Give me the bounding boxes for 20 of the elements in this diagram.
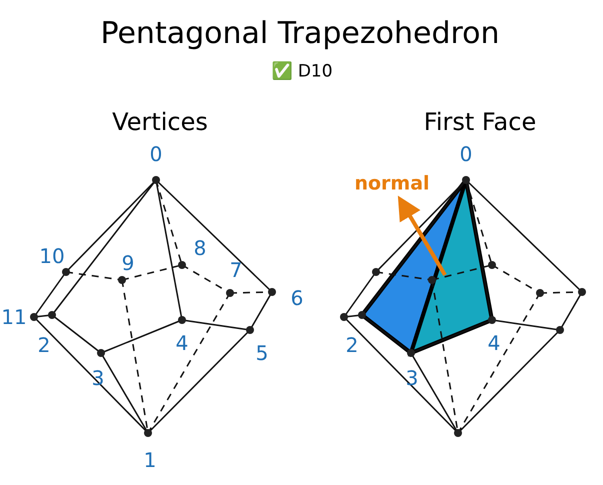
vertex-number: 4: [488, 333, 500, 353]
vertex-number: 4: [176, 333, 188, 353]
title: Pentagonal Trapezohedron: [100, 19, 500, 49]
vertex-number: 3: [406, 368, 418, 388]
vertex-number: 1: [144, 450, 156, 470]
vertex-number: 0: [150, 144, 162, 164]
section-heading: First Face: [424, 110, 536, 134]
vertex-number: 8: [194, 238, 206, 258]
vertex-number: 6: [290, 288, 304, 308]
vertex-number: 9: [122, 253, 134, 273]
annotation-text: normal: [354, 174, 430, 194]
section-heading: Vertices: [112, 110, 208, 134]
vertex-number: 7: [230, 260, 242, 280]
vertex-number: 0: [460, 144, 472, 164]
vertex-number: 10: [39, 246, 65, 266]
subtitle: ✅ D10: [271, 64, 333, 80]
vertex-number: 11: [1, 307, 27, 327]
vertex-number: 5: [256, 343, 268, 363]
vertex-number: 2: [346, 335, 358, 355]
vertex-number: 2: [38, 335, 50, 355]
